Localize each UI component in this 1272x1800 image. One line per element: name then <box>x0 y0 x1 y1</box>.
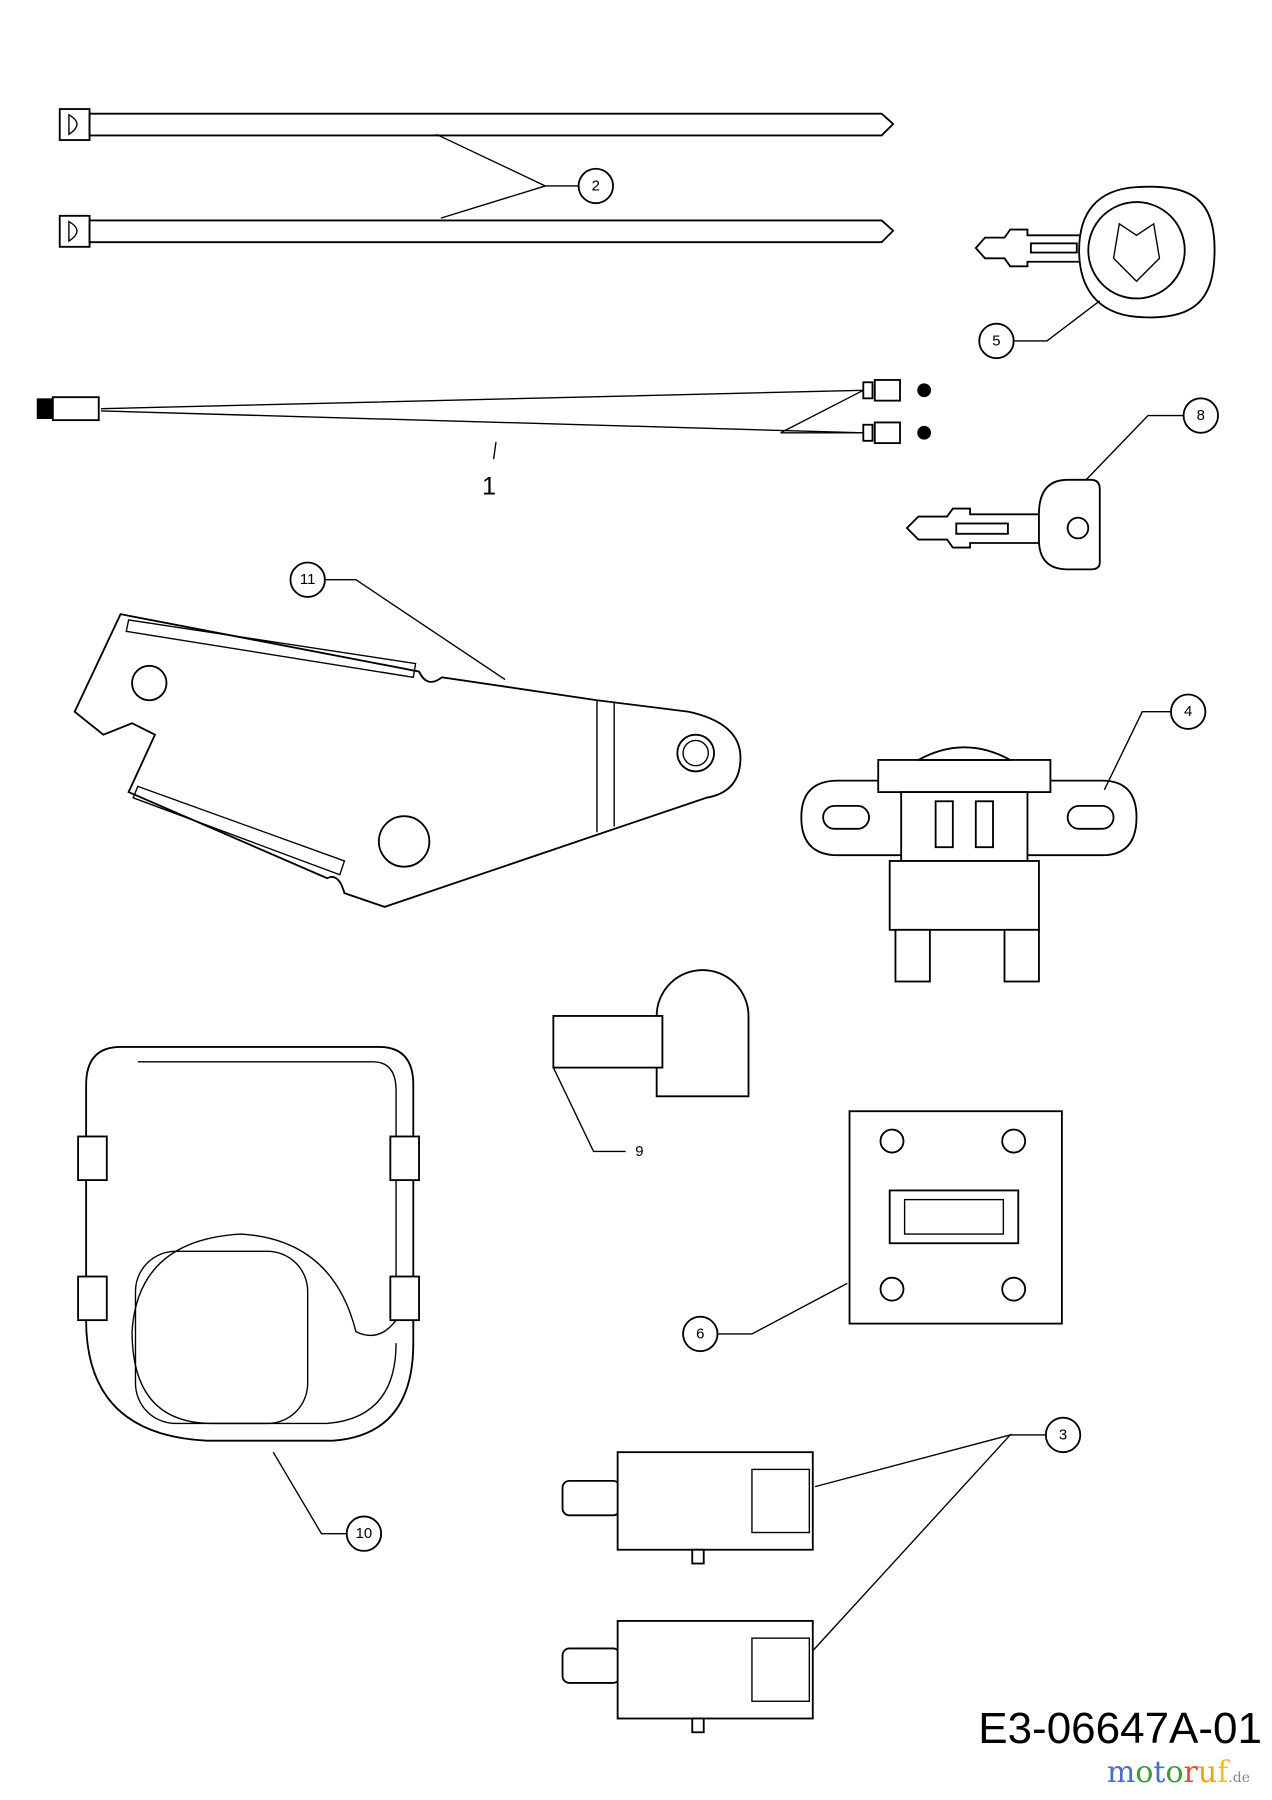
callout-5-label: 5 <box>992 332 1000 349</box>
switch-plate <box>848 1110 1063 1325</box>
cable-tie-upper <box>58 108 895 141</box>
plunger-switch-upper <box>561 1451 814 1565</box>
callout-8-label: 8 <box>1197 407 1205 424</box>
seat-switch <box>800 746 1138 983</box>
callout-9: 9 <box>552 1067 644 1160</box>
callout-6: 6 <box>682 1282 848 1353</box>
callout-5: 5 <box>978 300 1101 360</box>
callout-10: 10 <box>272 1451 383 1552</box>
switch-housing <box>77 1046 420 1442</box>
switch-bracket <box>73 613 742 908</box>
callout-2-label: 2 <box>592 177 600 194</box>
callout-2: 2 <box>435 133 614 219</box>
cable-tie-lower <box>58 214 895 248</box>
callout-3-label: 3 <box>1059 1426 1067 1443</box>
callout-6-label: 6 <box>696 1325 704 1342</box>
callout-10-label: 10 <box>356 1525 373 1542</box>
plunger-switch-lower <box>561 1620 814 1734</box>
callout-8: 8 <box>1085 397 1219 481</box>
watermark-logo: motoruf.de <box>1106 1755 1250 1790</box>
callout-1-label: 1 <box>482 473 496 501</box>
callout-11-label: 11 <box>300 571 315 588</box>
callout-11: 11 <box>289 561 506 681</box>
callout-3: 3 <box>812 1416 1082 1652</box>
wire-harness <box>36 379 932 445</box>
drawing-code: E3-06647A-01 <box>978 1704 1262 1753</box>
ignition-key-wolf <box>974 185 1216 319</box>
callout-9-label: 9 <box>635 1143 643 1160</box>
callout-4-label: 4 <box>1184 703 1192 720</box>
terminal-boot <box>552 969 750 1098</box>
callout-4: 4 <box>1103 693 1207 791</box>
ignition-key <box>905 478 1101 571</box>
callout-1: 1 <box>482 441 497 501</box>
